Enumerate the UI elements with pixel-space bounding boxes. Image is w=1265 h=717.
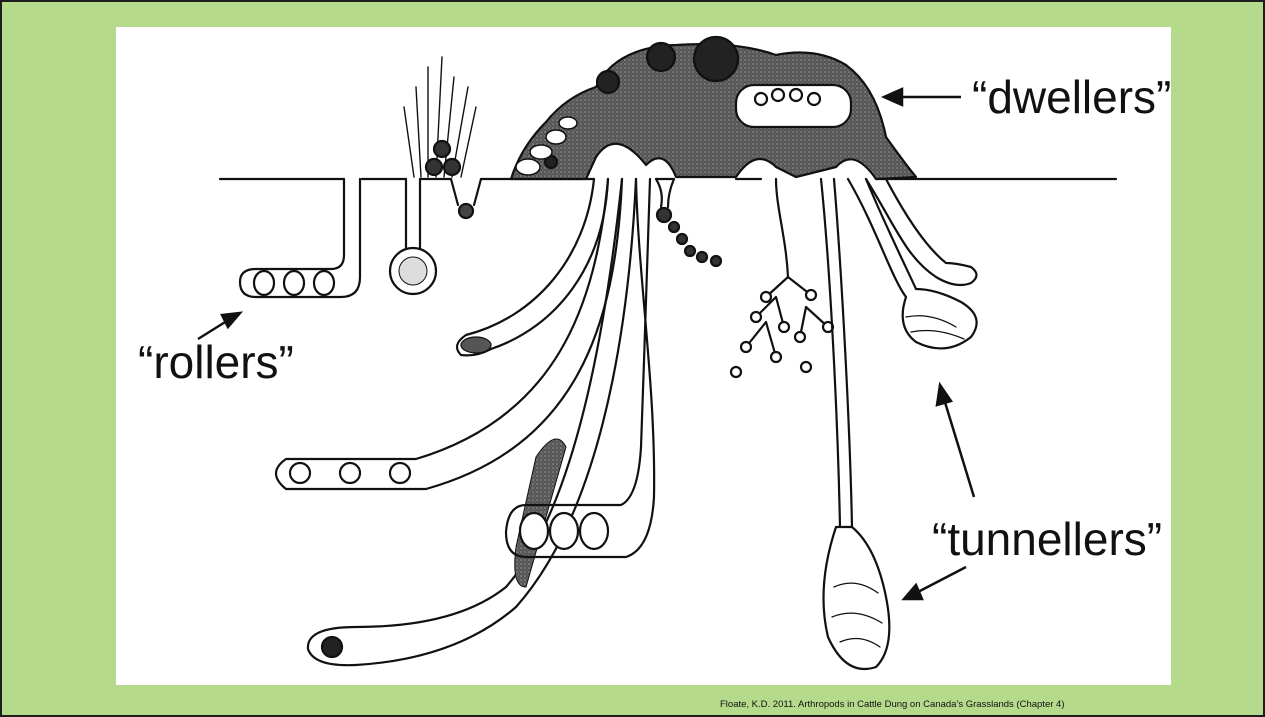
tunnellers-label: “tunnellers” — [932, 512, 1162, 566]
branch-beads — [731, 290, 833, 377]
deep-tunnel — [821, 179, 852, 527]
grass-tuft — [404, 57, 476, 177]
tunnel-3 — [308, 179, 636, 665]
tunnel-1 — [457, 179, 608, 355]
tunnellers-arrow-down — [916, 567, 966, 593]
rollers-label: “rollers” — [138, 335, 294, 389]
dwellers-label: “dwellers” — [972, 70, 1171, 124]
roller-eggs — [254, 271, 334, 295]
roller-ball-burrow — [406, 179, 420, 249]
tunnellers-arrow-up — [944, 399, 974, 497]
right-tunnel-2 — [866, 179, 977, 285]
deep-chamber — [824, 527, 890, 669]
tunnel-2 — [276, 179, 622, 489]
citation: Floate, K.D. 2011. Arthropods in Cattle … — [720, 699, 1064, 710]
bead-chain — [669, 222, 721, 266]
stippled-chamber — [515, 439, 566, 587]
